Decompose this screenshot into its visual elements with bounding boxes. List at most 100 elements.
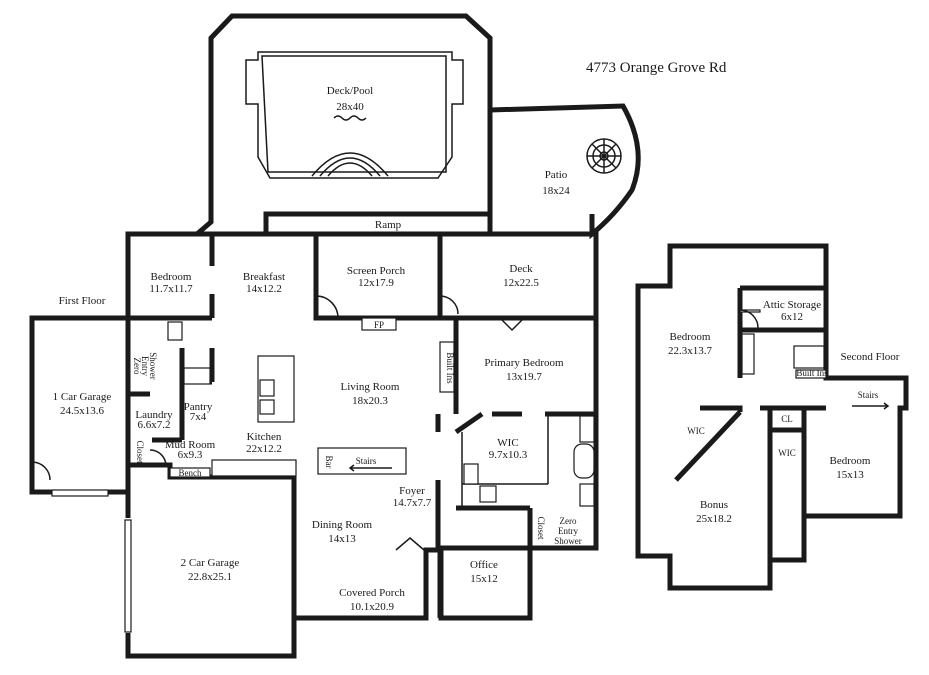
- water-wave-icon: [333, 115, 367, 121]
- kitchen-counter: [211, 459, 297, 477]
- built-ins-second: [795, 369, 827, 379]
- room-screen-porch-size: 12x17.9: [358, 277, 394, 289]
- room-bedroom3-size: 15x13: [836, 469, 864, 481]
- room-attic-name: Attic Storage: [763, 299, 821, 311]
- room-primary-size: 13x19.7: [506, 371, 542, 383]
- room-bedroom3-name: Bedroom: [830, 455, 871, 467]
- front-door: [395, 537, 425, 551]
- room-pantry-size: 7x4: [190, 411, 207, 423]
- zero-shower-2-l3: Shower: [554, 536, 582, 546]
- garage1-house-door: [31, 461, 51, 481]
- room-ramp-name: Ramp: [375, 219, 402, 231]
- zero-shower-2-l2: Entry: [558, 526, 578, 536]
- room-garage2-size: 22.8x25.1: [188, 571, 232, 583]
- room-bonus-name: Bonus: [700, 499, 728, 511]
- sink-primary: [463, 463, 479, 485]
- room-attic-size: 6x12: [781, 311, 803, 323]
- vanity-primary-2: [579, 483, 595, 507]
- wic-walls: [461, 414, 549, 508]
- room-screen-porch-name: Screen Porch: [347, 265, 406, 277]
- room-kitchen-size: 22x12.2: [246, 443, 282, 455]
- attic-door: [739, 309, 761, 313]
- wic-label-second-2: WIC: [778, 448, 796, 458]
- pool-steps: [311, 152, 389, 177]
- built-ins-second-label: Built Ins: [796, 368, 828, 378]
- stairs-arrow-second: [852, 402, 890, 410]
- room-foyer-size: 14.7x7.7: [393, 497, 432, 509]
- wic-label-second-1: WIC: [687, 426, 705, 436]
- room-bedroom2-name: Bedroom: [670, 331, 711, 343]
- pool-shape: [245, 51, 464, 179]
- bar-label: Bar: [324, 456, 334, 469]
- cl-label: CL: [781, 414, 793, 424]
- room-primary-name: Primary Bedroom: [484, 357, 564, 369]
- zero-shower-1-l3: Shower: [148, 352, 158, 380]
- washer: [183, 367, 211, 385]
- fireplace: [361, 317, 397, 331]
- room-laundry-name: Laundry: [135, 409, 173, 421]
- zero-shower-1-l1: Zero: [132, 358, 142, 375]
- room-living-size: 18x20.3: [352, 395, 388, 407]
- room-wic1-size: 9.7x10.3: [489, 449, 528, 461]
- room-pantry-name: Pantry: [184, 401, 213, 413]
- second-floor-label: Second Floor: [841, 351, 900, 363]
- built-ins-label: Built Ins: [445, 352, 455, 384]
- room-mud-name: Mud Room: [165, 439, 216, 451]
- room-office-name: Office: [470, 559, 498, 571]
- room-deck-pool-name: Deck/Pool: [327, 85, 373, 97]
- room-covered-porch-size: 10.1x20.9: [350, 601, 395, 613]
- screen-porch-door: [315, 295, 339, 319]
- stairs-label-first: Stairs: [356, 456, 377, 466]
- room-foyer-name: Foyer: [399, 485, 425, 497]
- room-dining-name: Dining Room: [312, 519, 373, 531]
- toilet-primary: [479, 485, 497, 503]
- room-living-name: Living Room: [341, 381, 400, 393]
- closet-label-office: Closet: [536, 516, 546, 540]
- stairs-arrow-first: [348, 464, 392, 472]
- primary-deck-door: [499, 317, 525, 332]
- room-garage1-size: 24.5x13.6: [60, 405, 105, 417]
- room-bonus-size: 25x18.2: [696, 513, 732, 525]
- room-bedroom1-size: 11.7x11.7: [149, 283, 193, 295]
- stairs-label-second: Stairs: [858, 390, 879, 400]
- page-title: 4773 Orange Grove Rd: [586, 60, 727, 76]
- room-breakfast-size: 14x12.2: [246, 283, 282, 295]
- mud-door: [149, 449, 167, 467]
- room-office-size: 15x12: [470, 573, 498, 585]
- second-floor-outline: [635, 243, 909, 591]
- zero-shower-1-l2: Entry: [140, 356, 150, 376]
- vanity-primary: [579, 415, 595, 443]
- built-ins: [439, 341, 455, 393]
- room-laundry-size: 6.6x7.2: [138, 419, 171, 431]
- room-mud-size: 6x9.3: [178, 449, 203, 461]
- garage1-door: [51, 489, 109, 497]
- garage2-outline: [125, 477, 297, 659]
- garage1-outline: [29, 315, 131, 495]
- room-bedroom2-size: 22.3x13.7: [668, 345, 713, 357]
- tub: [573, 443, 595, 479]
- room-wic1-name: WIC: [497, 437, 518, 449]
- deck-door: [439, 295, 459, 315]
- first-floor-label: First Floor: [59, 295, 106, 307]
- room-dining-size: 14x13: [328, 533, 356, 545]
- room-garage1-name: 1 Car Garage: [53, 391, 112, 403]
- bench-label: Bench: [179, 468, 202, 478]
- fire-pit-icon: [586, 138, 622, 174]
- room-kitchen-name: Kitchen: [247, 431, 282, 443]
- room-deck-size: 12x22.5: [503, 277, 539, 289]
- room-bedroom1-name: Bedroom: [151, 271, 192, 283]
- tub-second: [793, 345, 825, 369]
- attic-door-arc: [739, 309, 759, 329]
- room-patio-name: Patio: [545, 169, 568, 181]
- room-garage2-name: 2 Car Garage: [181, 557, 240, 569]
- pool-inner-line: [261, 55, 447, 173]
- zero-shower-2-l1: Zero: [560, 516, 577, 526]
- vanity-second: [741, 333, 755, 375]
- dishwasher: [259, 399, 275, 415]
- second-floor-interior: [674, 285, 826, 560]
- room-covered-porch-name: Covered Porch: [339, 587, 405, 599]
- ramp-outline: [263, 211, 493, 234]
- toilet-bedroom: [167, 321, 183, 341]
- room-deck-name: Deck: [509, 263, 533, 275]
